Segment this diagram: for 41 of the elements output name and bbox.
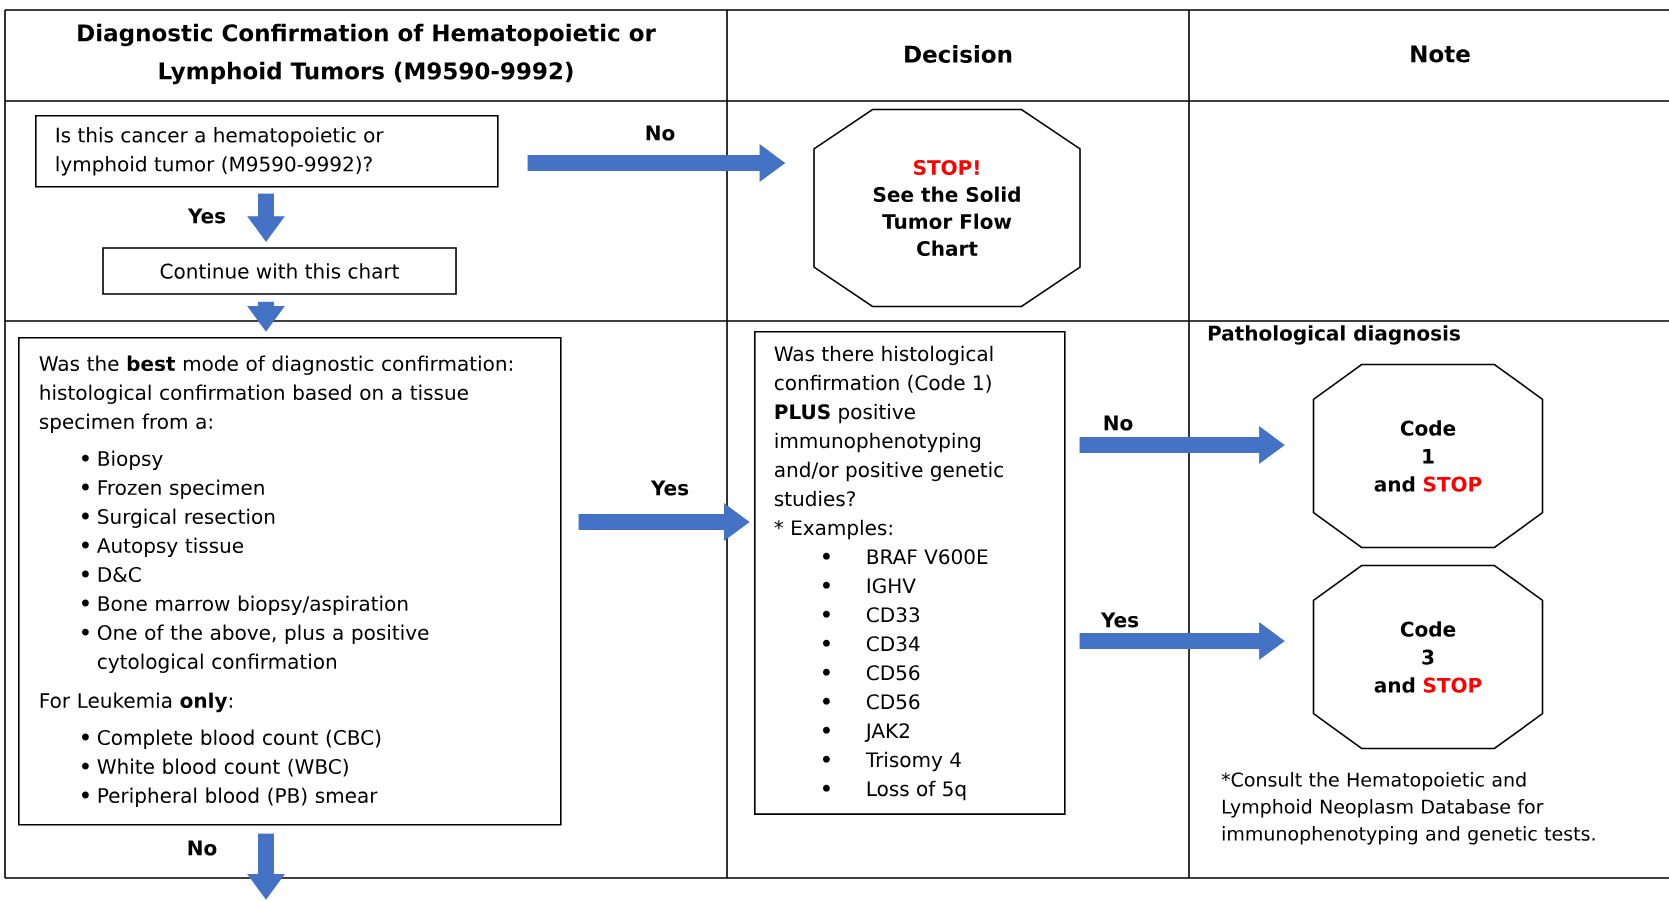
column-header: Decision [905,45,1012,63]
edge-label: No [646,125,675,141]
list-item: CD56 [823,694,920,710]
edge-label: Yes [650,480,689,496]
list-item: Loss of 5q [823,780,966,801]
list-item: Frozen specimen [82,479,264,499]
edge-label: No [188,840,217,856]
list-item: Peripheral blood (PB) smear [82,787,378,807]
question-box [18,337,562,826]
question-text: Was there histological confirmation (Code 1) PLUS positive immunophenotyping and/or positive genetic studies? [774,345,1003,507]
list-item: IGHV [823,578,916,594]
list-item: Surgical resection [82,508,275,528]
edge-label: No [1104,415,1133,431]
stop-octagon: Code 3 and STOP [1312,564,1544,750]
list-item: JAK2 [823,723,909,742]
edge-label: Yes [1100,612,1139,628]
list-item: CD33 [823,607,920,623]
list-item: Autopsy tissue [82,537,244,557]
stop-octagon: STOP! See the Solid Tumor Flow Chart [813,108,1081,308]
list-item: D&C [82,566,141,583]
list-item: CD56 [823,665,920,681]
question-text: For Leukemia only: [40,692,232,713]
list-item: Biopsy [82,450,163,470]
question-text: Was the best mode of diagnostic confirmation: histological confirmation based on a tissue specimen from a: [39,355,512,433]
list-heading: * Examples: [774,519,892,540]
section-heading: Pathological diagnosis [1208,325,1460,345]
list-item: Complete blood count (CBC) [82,729,381,749]
list-item: BRAF V600E [823,549,988,565]
list-item: CD34 [823,636,920,652]
process-box: Continue with this chart [102,247,457,295]
footnote: *Consult the Hematopoietic and Lymphoid Neoplasm Database for immunophenotyping and genetic tests. [1221,772,1595,845]
list-item: One of the above, plus a positive cytological confirmation [82,624,429,673]
stop-octagon: Code 1 and STOP [1312,363,1544,549]
edge-label: Yes [187,208,226,224]
question-box: Is this cancer a hematopoietic or lymphoid tumor (M9590-9992)? [35,115,499,188]
list-item: White blood count (WBC) [82,758,348,777]
column-header: Diagnostic Confirmation of Hematopoietic or Lymphoid Tumors (M9590-9992) [78,23,656,85]
list-item: Trisomy 4 [823,751,961,772]
list-item: Bone marrow biopsy/aspiration [82,595,408,615]
column-header: Note [1411,45,1470,63]
decision-box [754,331,1066,815]
